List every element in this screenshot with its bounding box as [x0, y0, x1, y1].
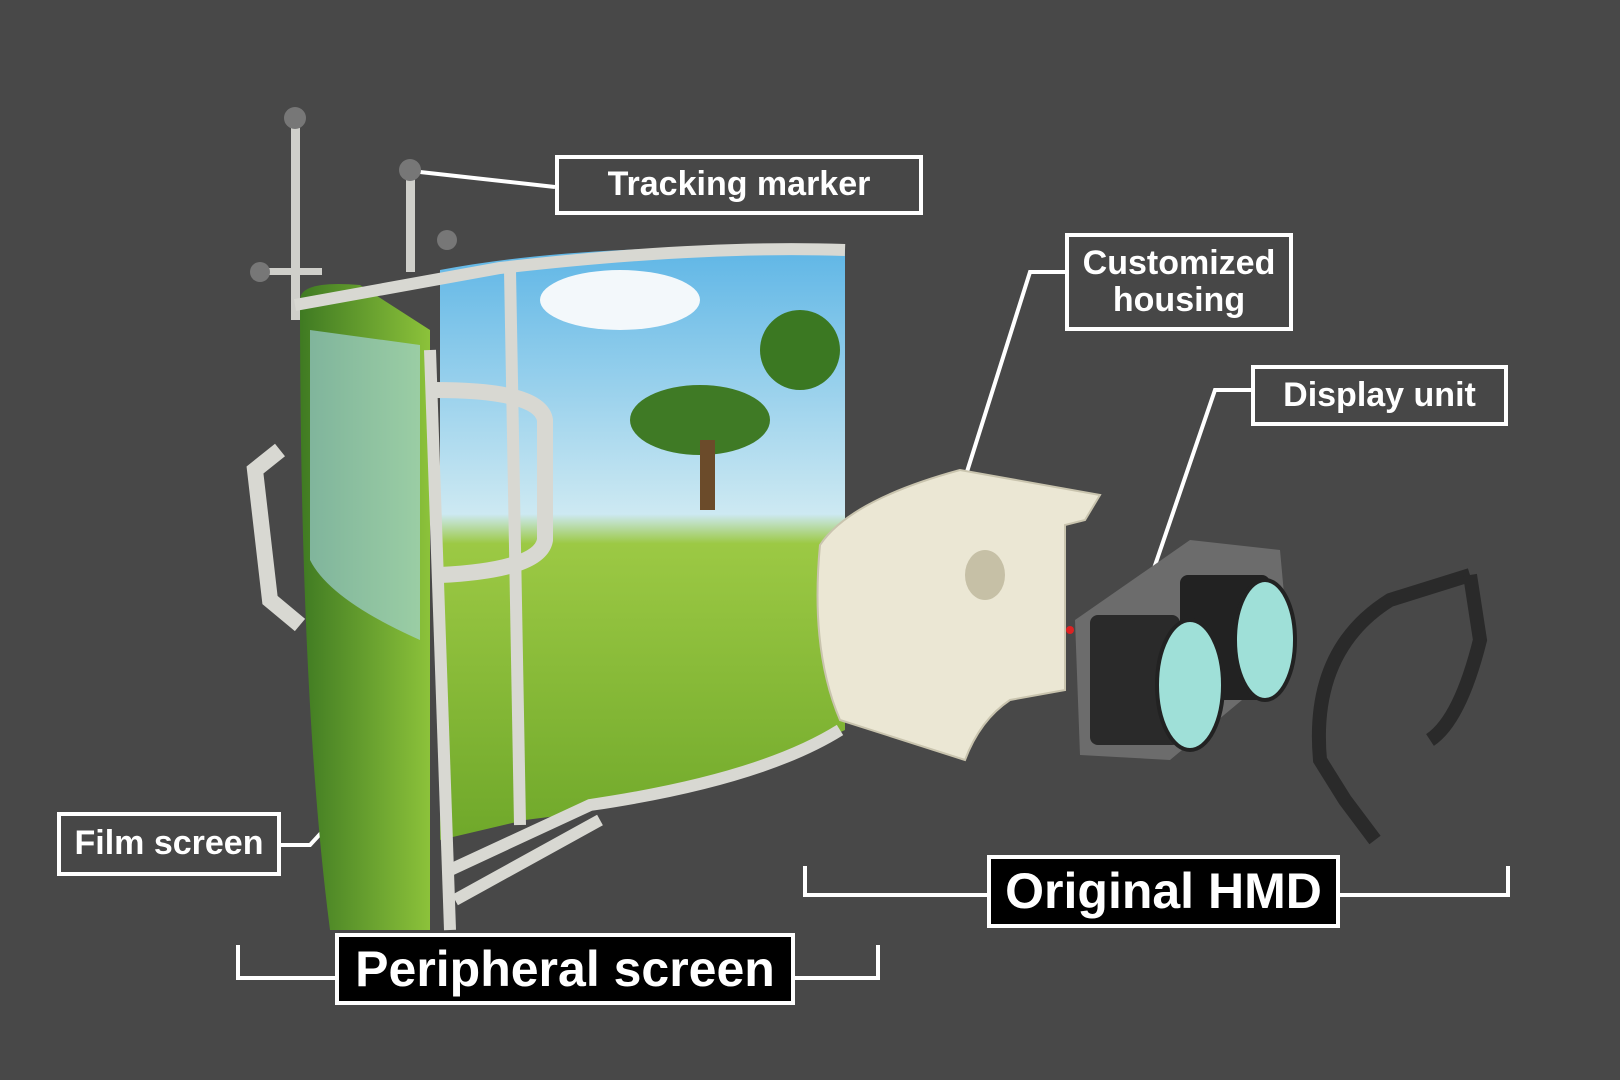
film-screen-label: Film screen — [57, 812, 281, 876]
customized-housing-label: Customized housing — [1065, 233, 1293, 331]
display-unit-label: Display unit — [1251, 365, 1508, 426]
original-hmd-label: Original HMD — [987, 855, 1340, 928]
tracking-marker-label: Tracking marker — [555, 155, 923, 215]
tracking-marker — [250, 107, 457, 320]
peripheral-screen — [246, 243, 846, 931]
peripheral-screen-label: Peripheral screen — [335, 933, 795, 1005]
display-unit — [1066, 540, 1297, 760]
customized-housing — [816, 468, 1102, 762]
rear-bracket — [1311, 568, 1488, 845]
